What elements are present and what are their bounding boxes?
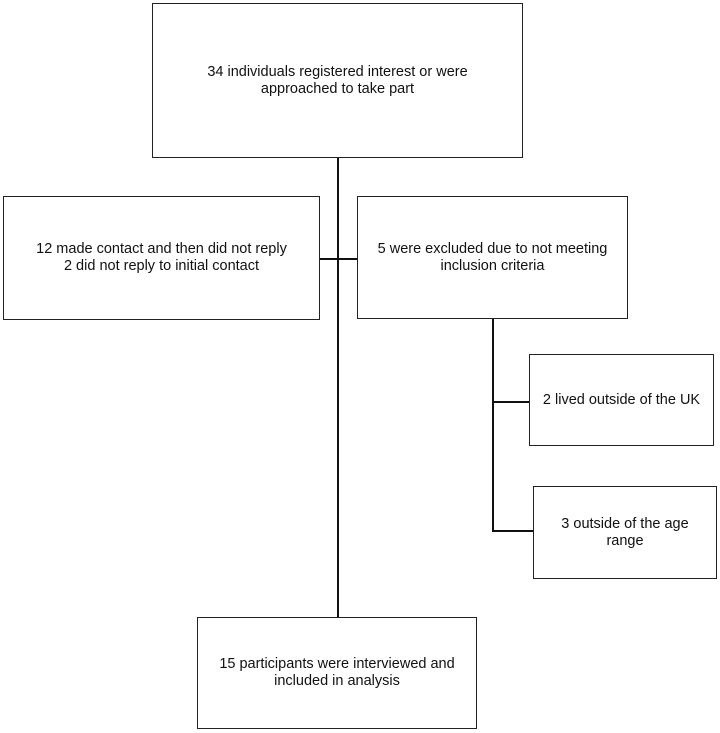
connector-top-to-final: [337, 158, 339, 618]
connector-to-excluded: [338, 258, 358, 260]
final-box-line-1: 15 participants were interviewed and: [219, 656, 455, 672]
top-box-line-2: approached to take part: [260, 80, 415, 97]
connector-to-no-reply: [319, 258, 338, 260]
final-box-line-2: included in analysis: [274, 673, 400, 689]
connector-to-outside-uk: [492, 401, 530, 403]
connector-to-age-range: [492, 530, 534, 532]
no-reply-box-line-2: 2 did not reply to initial contact: [63, 258, 260, 274]
top-box-line-1: 34 individuals registered interest or we…: [207, 63, 468, 80]
connector-excluded-down: [492, 318, 494, 531]
age-range-box: 3 outside of the age range: [533, 486, 717, 579]
age-range-box-line-2: range: [606, 532, 644, 549]
no-reply-box-line-1: 12 made contact and then did not reply: [36, 241, 287, 257]
no-reply-box: 12 made contact and then did not reply 2…: [3, 196, 320, 320]
excluded-box-line-2: inclusion criteria: [440, 257, 545, 274]
excluded-box-line-1: 5 were excluded due to not meeting: [377, 240, 608, 257]
age-range-box-line-1: 3 outside of the age: [561, 515, 689, 532]
excluded-box: 5 were excluded due to not meeting inclu…: [357, 196, 628, 319]
outside-uk-box-line-1: 2 lived outside of the UK: [542, 391, 701, 408]
final-box: 15 participants were interviewed and inc…: [197, 617, 477, 729]
outside-uk-box: 2 lived outside of the UK: [529, 354, 714, 446]
top-box: 34 individuals registered interest or we…: [152, 3, 523, 158]
